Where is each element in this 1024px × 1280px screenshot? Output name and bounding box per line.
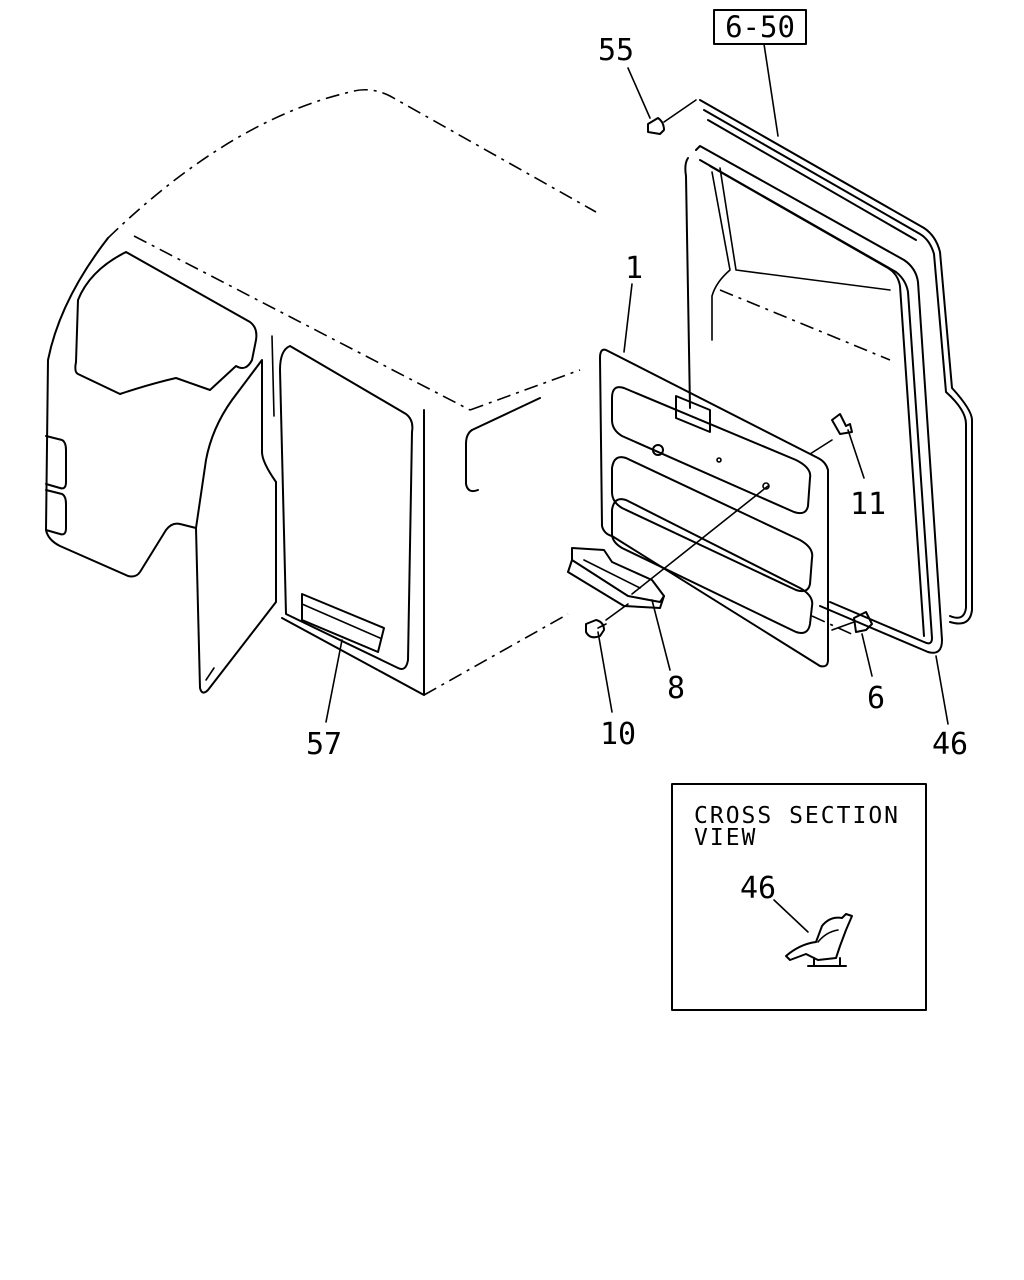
callout-1: 1 — [625, 251, 643, 286]
handle-part — [567, 547, 665, 609]
seal-profile-shape — [785, 913, 853, 967]
cross-section-title-line2: VIEW — [694, 825, 757, 851]
cross-section-part-label: 46 — [740, 871, 776, 906]
cross-section-view: CROSS SECTION VIEW 46 — [671, 783, 927, 1011]
clip-6 — [853, 611, 873, 633]
callout-8: 8 — [667, 671, 685, 706]
callout-10: 10 — [600, 717, 636, 752]
reference-box: 6-50 — [713, 9, 807, 45]
callout-11: 11 — [850, 487, 886, 522]
screw-part — [585, 619, 607, 639]
cab-body — [45, 88, 597, 696]
callout-6: 6 — [867, 681, 885, 716]
weatherstrip-frame — [684, 99, 973, 654]
callout-46: 46 — [932, 727, 968, 762]
callout-57: 57 — [306, 727, 342, 762]
callout-55: 55 — [598, 33, 634, 68]
clip-55 — [647, 117, 665, 135]
reference-label: 6-50 — [725, 10, 795, 44]
cross-section-title-line1: CROSS SECTION — [694, 803, 900, 829]
leader-lines — [325, 43, 949, 725]
clip-11 — [831, 413, 853, 435]
trim-panel — [599, 348, 829, 668]
